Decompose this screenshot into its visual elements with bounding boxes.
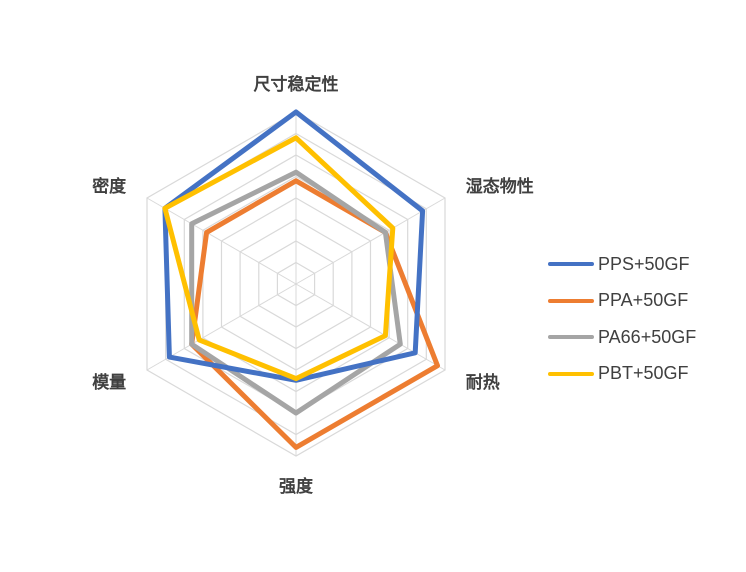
series-line-1: [189, 178, 440, 450]
axis-label-1: 湿态物性: [466, 176, 534, 197]
legend-item-1: PPA+50GF: [548, 283, 696, 320]
grid-spoke-2: [295, 283, 446, 371]
legend-swatch-2: [548, 335, 594, 340]
legend-item-0: PPS+50GF: [548, 246, 696, 283]
legend-item-2: PA66+50GF: [548, 319, 696, 356]
radar-series: [162, 109, 440, 450]
legend-swatch-3: [548, 371, 594, 376]
series-line-2: [189, 169, 403, 416]
legend-label-2: PA66+50GF: [598, 326, 697, 347]
axis-label-0: 尺寸稳定性: [254, 74, 339, 95]
legend-label-3: PBT+50GF: [598, 363, 689, 384]
legend: PPS+50GF PPA+50GF PA66+50GF PBT+50GF: [548, 246, 696, 392]
axis-label-5: 密度: [92, 176, 127, 197]
legend-swatch-1: [548, 298, 594, 303]
axis-label-4: 模量: [92, 372, 126, 393]
legend-swatch-0: [548, 262, 594, 267]
axis-label-3: 强度: [279, 476, 314, 497]
legend-item-3: PBT+50GF: [548, 356, 696, 393]
grid-spoke-5: [146, 197, 297, 285]
legend-label-1: PPA+50GF: [598, 290, 689, 311]
legend-label-0: PPS+50GF: [598, 253, 690, 274]
axis-label-2: 耐热: [466, 372, 500, 393]
series-line-3: [162, 135, 396, 382]
